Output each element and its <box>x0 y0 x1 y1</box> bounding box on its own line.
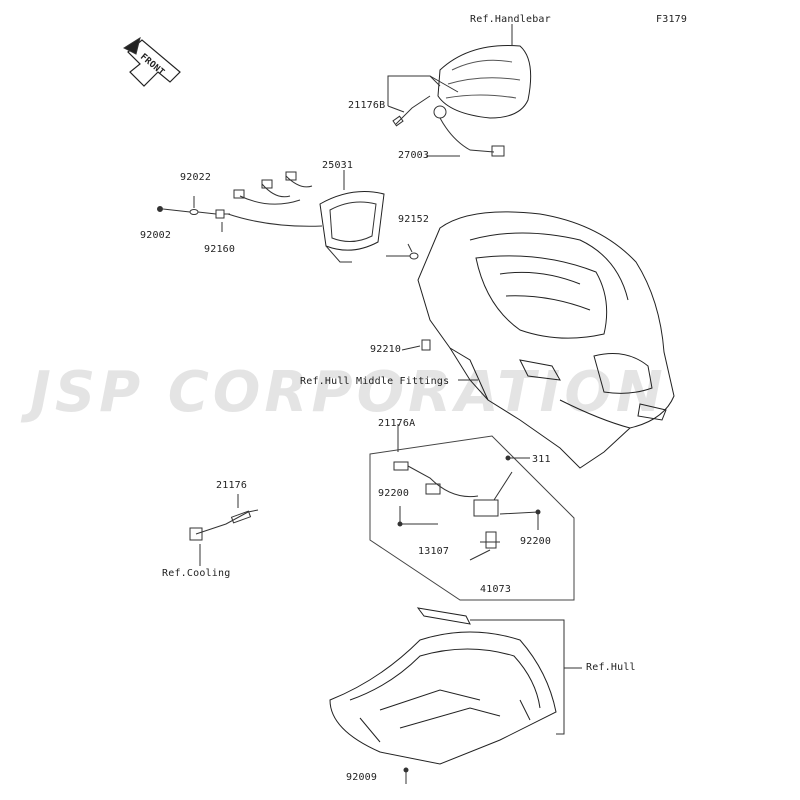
hull-lower <box>329 607 557 765</box>
ref-handlebar-label: Ref.Handlebar <box>470 14 551 25</box>
part-92152: 92152 <box>398 214 430 225</box>
front-arrow-icon <box>122 36 181 87</box>
hull-upper <box>417 211 675 469</box>
part-21176A: 21176A <box>378 418 416 429</box>
part-92160: 92160 <box>204 244 236 255</box>
ref-cooling-label: Ref.Cooling <box>162 568 231 579</box>
part-21176: 21176 <box>216 480 248 491</box>
part-92002: 92002 <box>140 230 172 241</box>
part-21176B: 21176B <box>348 100 386 111</box>
part-92210: 92210 <box>370 344 402 355</box>
part-13107: 13107 <box>418 546 450 557</box>
meter-unit <box>319 170 385 263</box>
part-25031: 25031 <box>322 160 354 171</box>
watermark: JSP CORPORATION <box>30 360 667 425</box>
part-41073: 41073 <box>480 584 512 595</box>
part-311: 311 <box>532 454 551 465</box>
ref-hull-middle-label: Ref.Hull Middle Fittings <box>300 376 450 387</box>
figure-code: F3179 <box>656 14 688 25</box>
part-92022: 92022 <box>180 172 212 183</box>
handlebar-cover <box>433 45 532 157</box>
ref-hull-label: Ref.Hull <box>586 662 636 673</box>
part-92200-right: 92200 <box>520 536 552 547</box>
part-92009: 92009 <box>346 772 378 783</box>
part-27003: 27003 <box>398 150 430 161</box>
part-92200-left: 92200 <box>378 488 410 499</box>
